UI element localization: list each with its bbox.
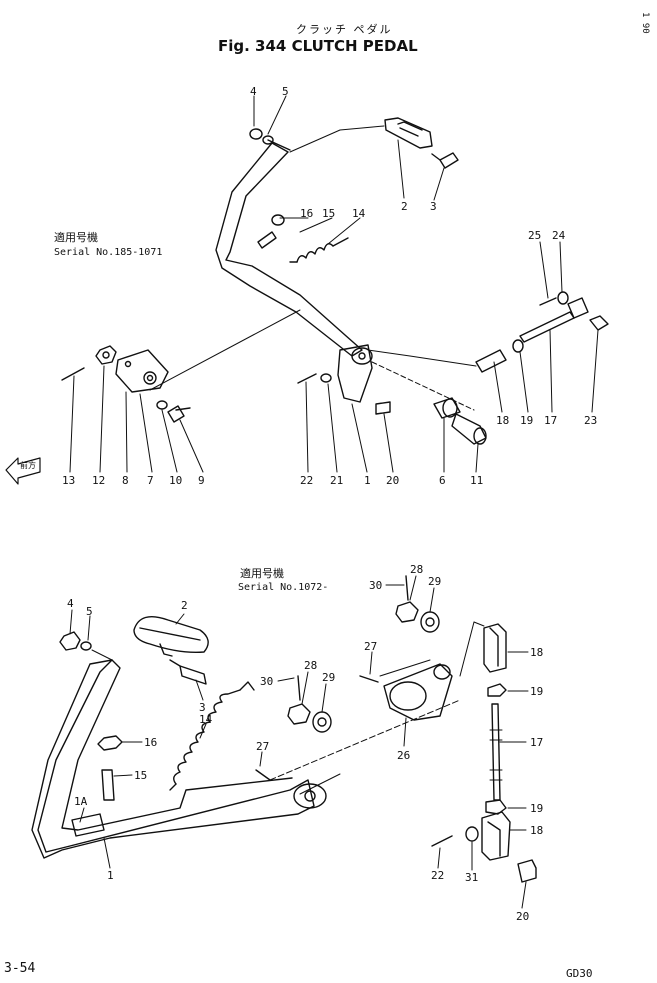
callout: 13 (62, 474, 76, 487)
callout: 5 (86, 605, 93, 618)
callout: 1 (364, 474, 371, 487)
callout: 18 (496, 414, 510, 427)
callout: 18 (530, 824, 544, 837)
callout: 19 (530, 802, 544, 815)
callout: 26 (397, 749, 411, 762)
callout: 17 (530, 736, 544, 749)
callout: 27 (364, 640, 378, 653)
callout: 14 (199, 713, 213, 726)
callout: 22 (431, 869, 445, 882)
callout: 22 (300, 474, 314, 487)
margin-mark: 1 90 (640, 12, 650, 34)
callout: 16 (144, 736, 158, 749)
callout: 12 (92, 474, 106, 487)
callout: 6 (439, 474, 446, 487)
callout: 4 (67, 597, 74, 610)
model-code: GD30 (566, 967, 593, 980)
upper-serial-jp: 適用号機 (54, 231, 98, 244)
callout: 2 (181, 599, 188, 612)
callout: 17 (544, 414, 558, 427)
callout: 30 (369, 579, 383, 592)
callout: 15 (134, 769, 148, 782)
title-japanese: クラッチ ペダル (296, 23, 393, 36)
callout: 20 (516, 910, 530, 923)
callout: 31 (465, 871, 479, 884)
callout: 19 (530, 685, 544, 698)
callout: 5 (282, 85, 289, 98)
callout: 16 (300, 207, 314, 220)
callout: 7 (147, 474, 154, 487)
callout: 15 (322, 207, 336, 220)
front-arrow-label: 前方 (20, 461, 36, 470)
callout: 10 (169, 474, 183, 487)
callout: 4 (250, 85, 257, 98)
callout: 1 (107, 869, 114, 882)
callout: 28 (304, 659, 318, 672)
front-direction-arrow-icon (5, 457, 41, 485)
callout: 27 (256, 740, 270, 753)
callout: 11 (470, 474, 484, 487)
lower-assembly (31, 575, 537, 909)
callout: 9 (198, 474, 205, 487)
callout: 30 (260, 675, 274, 688)
upper-assembly (61, 95, 609, 473)
callout: 2 (401, 200, 408, 213)
callout: 24 (552, 229, 566, 242)
callout: 3 (199, 701, 206, 714)
callout: 21 (330, 474, 344, 487)
callout: 20 (386, 474, 400, 487)
callout: 14 (352, 207, 366, 220)
page-number: 3-54 (4, 961, 36, 976)
callout: 19 (520, 414, 534, 427)
callout: 23 (584, 414, 598, 427)
callout: 8 (122, 474, 129, 487)
callout: 28 (410, 563, 424, 576)
lower-serial-jp: 適用号機 (240, 567, 284, 580)
callout: 3 (430, 200, 437, 213)
callout: 29 (428, 575, 442, 588)
upper-serial-label: Serial No.185-1071 (54, 247, 163, 258)
callout: 18 (530, 646, 544, 659)
figure-title: Fig. 344 CLUTCH PEDAL (218, 37, 418, 55)
lower-serial-label: Serial No.1072- (238, 582, 329, 593)
callout: 25 (528, 229, 542, 242)
callout: 1A (74, 795, 88, 808)
callout: 29 (322, 671, 336, 684)
